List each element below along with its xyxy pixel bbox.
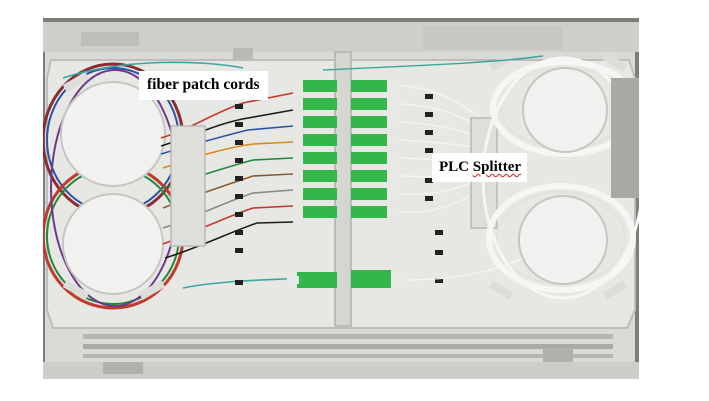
fiber-box-photo [43,18,639,379]
plc-prefix-text: PLC [439,159,473,175]
fiber-box-illustration [43,18,639,379]
splitter-word-text: Splitter [472,159,522,175]
plc-splitter-label: PLC Splitter [432,153,528,182]
cable-clips-left [235,104,243,285]
splice-holder-left [170,125,206,247]
adapter-rail [334,51,352,327]
fiber-patch-cords-text: fiber patch cords [147,76,260,93]
right-fiber-spools [481,52,639,300]
fiber-patch-cords-label: fiber patch cords [139,71,268,100]
sc-adapters [287,80,407,288]
cable-clips-right [425,94,443,283]
